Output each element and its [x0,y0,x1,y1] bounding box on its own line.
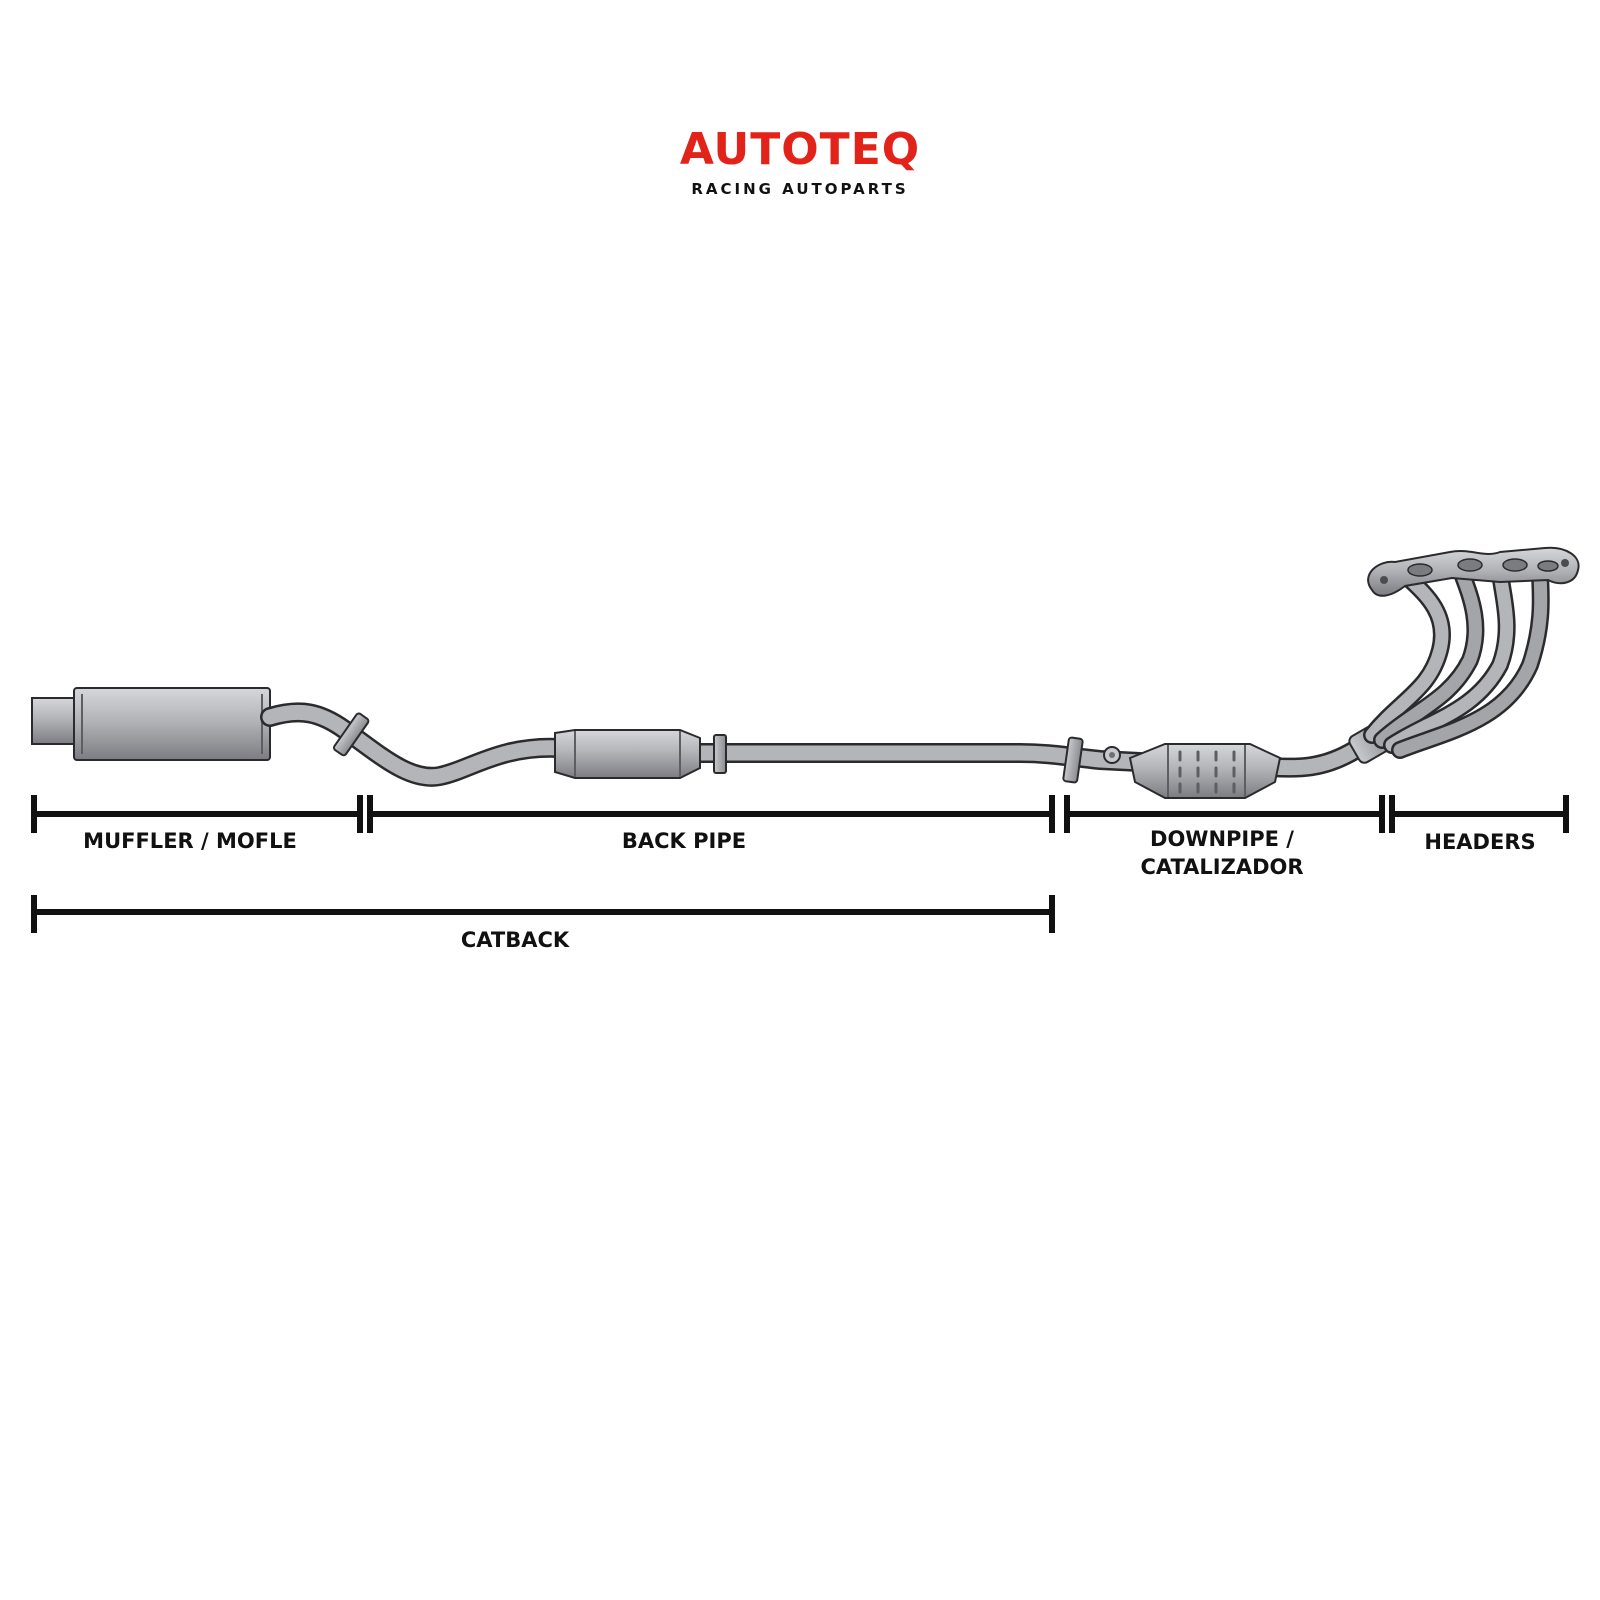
catalytic-converter-illustration [1128,743,1282,799]
muffler-illustration [31,687,271,761]
downpipe-label-line2: CATALIZADOR [1140,855,1303,879]
downpipe-label-line1: DOWNPIPE / [1150,827,1294,851]
downpipe-bracket [1064,795,1385,833]
flange-gasket-3 [1062,736,1084,784]
catback-bracket [31,895,1055,933]
resonator-illustration [554,729,727,779]
flange-gasket-1 [333,712,370,757]
dimension-brackets [31,795,1569,933]
headers-bracket [1389,795,1569,833]
brand-logo: AUTOTEQ RACING AUTOPARTS [0,124,1600,199]
headers-label: HEADERS [1424,830,1535,854]
muffler-can [73,687,271,761]
headers-illustration [1348,546,1580,764]
tailpipe-tip [31,697,79,745]
oxygen-sensor-bung [1103,746,1121,764]
logo-title: AUTOTEQ [679,124,921,175]
back-pipe-bracket [367,795,1055,833]
logo-subtitle: RACING AUTOPARTS [691,180,909,198]
muffler-label: MUFFLER / MOFLE [83,829,297,853]
flange-gasket-2 [713,734,727,774]
exhaust-pipe [260,702,1365,787]
catback-label: CATBACK [461,928,570,952]
muffler-bracket [31,795,363,833]
back-pipe-label: BACK PIPE [622,829,746,853]
